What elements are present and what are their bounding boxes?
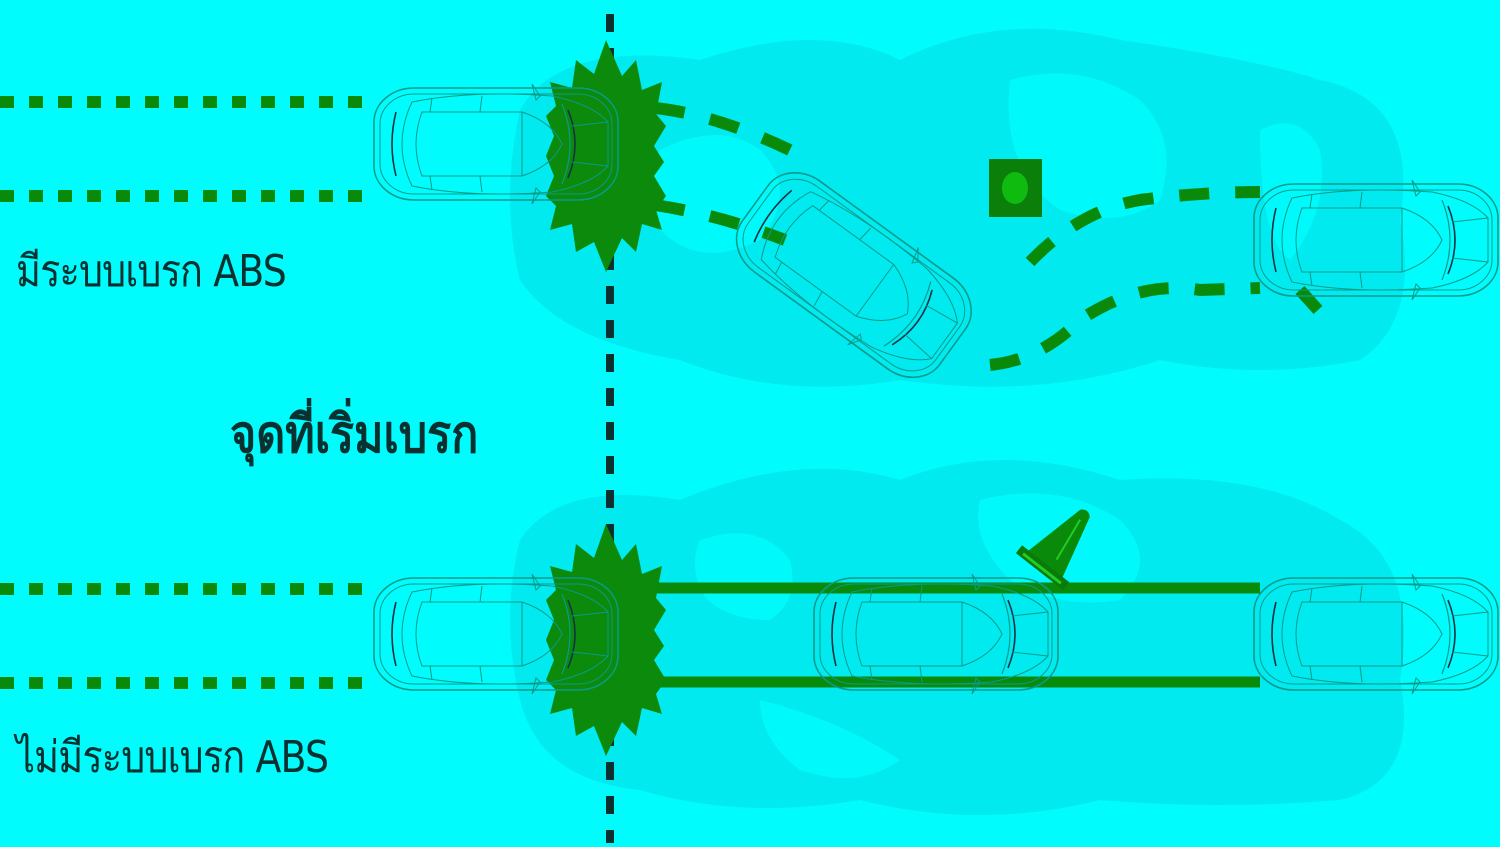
water-puddle-top xyxy=(510,28,1405,387)
approach-track-bottom xyxy=(0,583,372,689)
obstacle-box xyxy=(989,159,1042,217)
label-without-abs: ไม่มีระบบเบรก ABS xyxy=(16,732,329,783)
label-braking-point: จุดที่เริ่มเบรก xyxy=(230,405,479,465)
approach-track-top xyxy=(0,96,372,202)
swerve-track-with-abs xyxy=(654,102,1323,371)
label-with-abs: มีระบบเบรก ABS xyxy=(16,246,287,297)
skid-track-without-abs xyxy=(640,582,1260,688)
traffic-cone-icon xyxy=(1015,509,1090,591)
